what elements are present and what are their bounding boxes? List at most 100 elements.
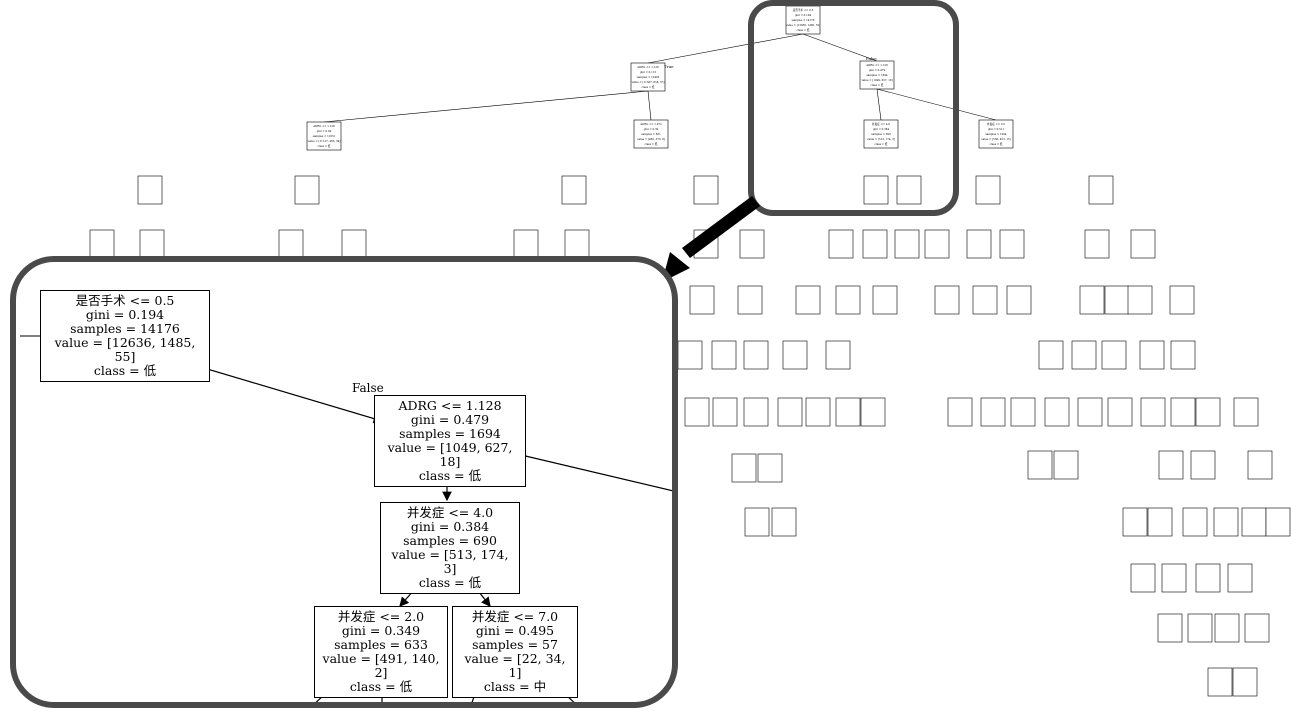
- tree-leaf-node: [1079, 285, 1105, 315]
- tree-node-line: samples = 831: [641, 132, 661, 136]
- tree-leaf-node: [1195, 563, 1221, 593]
- tree-leaf-node: [743, 397, 769, 427]
- tree-leaf-node: [924, 229, 950, 259]
- tree-node-line: samples = 690: [871, 132, 891, 136]
- zoom-arrow-shaft: [682, 196, 760, 258]
- tree-leaf-node: [1010, 397, 1036, 427]
- zoom-node-complication-2: 并发症 <= 2.0 gini = 0.349 samples = 633 va…: [314, 606, 448, 698]
- zoom-source-frame: [748, 0, 959, 216]
- tree-leaf-node: [894, 229, 920, 259]
- tree-leaf-node: [999, 229, 1025, 259]
- zoom-node-adrg-line: class = 低: [418, 468, 482, 483]
- zoom-node-complication-4: 并发症 <= 4.0 gini = 0.384 samples = 690 va…: [380, 502, 520, 594]
- tree-edge: [876, 88, 882, 121]
- tree-node-line: ADRG <= 1.128: [865, 63, 888, 67]
- tree-leaf-node: [1265, 507, 1291, 537]
- tree-leaf-node: [561, 175, 587, 205]
- zoom-node-line: class = 低: [349, 679, 413, 694]
- zoom-node-line: gini = 0.495: [475, 623, 555, 638]
- tree-leaf-node: [1038, 340, 1064, 370]
- tree-leaf-node: [1122, 507, 1148, 537]
- tree-leaf-node: [777, 397, 803, 427]
- tree-node-line: class = 低: [318, 144, 331, 148]
- tree-leaf-node: [564, 229, 590, 259]
- tree-leaf-node: [743, 340, 769, 370]
- edge-label-true: True: [664, 64, 674, 69]
- tree-leaf-node: [1213, 507, 1239, 537]
- tree-node-line: 并发症 <= 4.0: [872, 122, 890, 126]
- tree-leaf-node: [1195, 397, 1221, 427]
- zoom-edge-label-false: False: [352, 381, 384, 395]
- tree-leaf-node: [1244, 613, 1270, 643]
- tree-node-line: gini = 0.194: [795, 13, 812, 17]
- tree-leaf-node: [828, 229, 854, 259]
- tree-node-line: gini = 0.511: [988, 127, 1005, 131]
- tree-leaf-node: [863, 175, 889, 205]
- tree-node-line: gini = 0.115: [640, 70, 657, 74]
- tree-leaf-node: [1227, 563, 1253, 593]
- tree-leaf-node: [1169, 285, 1195, 315]
- tree-leaf-node: [805, 397, 831, 427]
- tree-leaf-node: [934, 285, 960, 315]
- zoom-node-root-line: value = [12636, 1485, 55]: [54, 335, 196, 364]
- tree-edge: [647, 90, 652, 121]
- tree-leaf-node: [972, 285, 998, 315]
- tree-leaf-node: [862, 229, 888, 259]
- tree-leaf-node: [1130, 563, 1156, 593]
- tree-leaf-node: [294, 175, 320, 205]
- tree-leaf-node: [739, 229, 765, 259]
- tree-node-line: value = [11127, 485, 39]: [308, 139, 341, 143]
- tree-leaf-node: [1130, 229, 1156, 259]
- tree-leaf-node: [1071, 340, 1097, 370]
- zoom-node-line: samples = 57: [472, 637, 558, 652]
- tree-node-line: samples = 1694: [866, 73, 887, 77]
- tree-node-line: class = 低: [797, 28, 810, 32]
- tree-leaf-node: [1053, 450, 1079, 480]
- zoom-node-complication-7: 并发症 <= 7.0 gini = 0.495 samples = 57 val…: [452, 606, 578, 698]
- zoom-node-line: 并发症 <= 2.0: [337, 609, 425, 624]
- tree-node-line: value = [11587, 858, 37]: [632, 80, 665, 84]
- zoom-node-line: 并发症 <= 4.0: [406, 505, 494, 520]
- zoom-node-line: gini = 0.384: [410, 519, 490, 534]
- tree-leaf-node: [744, 507, 770, 537]
- tree-leaf-node: [795, 285, 821, 315]
- tree-leaf-node: [1214, 613, 1240, 643]
- tree-leaf-node: [947, 397, 973, 427]
- tree-leaf-node: [731, 453, 757, 483]
- tree-leaf-node: [341, 229, 367, 259]
- edge-label-false-top: False: [866, 56, 877, 61]
- tree-leaf-node: [1127, 285, 1153, 315]
- tree-leaf-node: [1107, 397, 1133, 427]
- zoom-node-line: 并发症 <= 7.0: [471, 609, 559, 624]
- tree-leaf-node: [1161, 563, 1187, 593]
- tree-leaf-node: [835, 285, 861, 315]
- tree-leaf-node: [1084, 229, 1110, 259]
- tree-leaf-node: [825, 340, 851, 370]
- tree-leaf-node: [1077, 397, 1103, 427]
- tree-node-line: ADRG <= 1.128: [636, 65, 659, 69]
- tree-leaf-node: [711, 340, 737, 370]
- tree-leaf-node: [1207, 667, 1233, 697]
- tree-leaf-node: [137, 175, 163, 205]
- zoom-node-root-line: class = 低: [93, 363, 157, 378]
- tree-leaf-node: [693, 175, 719, 205]
- tree-node-line: gini = 0.09: [317, 129, 332, 133]
- tree-leaf-node: [1190, 450, 1216, 480]
- zoom-node-adrg: ADRG <= 1.128 gini = 0.479 samples = 169…: [374, 395, 526, 487]
- tree-edge: [323, 90, 649, 123]
- tree-leaf-node: [1157, 613, 1183, 643]
- tree-leaf-node: [980, 397, 1006, 427]
- zoom-node-root-line: samples = 14176: [70, 321, 180, 336]
- tree-leaf-node: [1044, 397, 1070, 427]
- tree-leaf-node: [1241, 507, 1267, 537]
- tree-leaf-node: [1104, 285, 1130, 315]
- tree-node-line: 并发症 <= 2.0: [987, 122, 1005, 126]
- tree-node-line: value = [12636, 1485, 55]: [786, 23, 820, 27]
- tree-node-line: gini = 0.384: [873, 127, 890, 131]
- zoom-node-line: samples = 690: [403, 533, 497, 548]
- tree-node-line: samples = 1004: [985, 132, 1006, 136]
- tree-leaf-node: [975, 175, 1001, 205]
